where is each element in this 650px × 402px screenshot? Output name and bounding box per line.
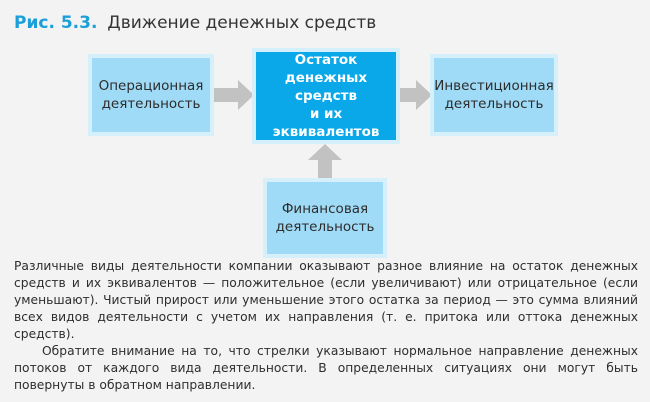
paragraph-1: Различные виды деятельности компании ока… (14, 259, 638, 341)
operating-to-center-arrow (214, 80, 254, 110)
body-text: Различные виды деятельности компании ока… (14, 258, 638, 394)
paragraph-2: Обратите внимание на то, что стрелки ука… (14, 344, 638, 392)
figure-title: Движение денежных средств (107, 13, 377, 33)
investing-activities-box: Инвестиционная деятельность (430, 54, 558, 136)
financing-activities-box: Финансовая деятельность (263, 178, 387, 258)
center-to-investing-arrow (400, 80, 432, 110)
financing-to-center-arrow (308, 144, 342, 178)
figure-number: Рис. 5.3. (14, 13, 98, 33)
figure-header: Рис. 5.3. Движение денежных средств (14, 12, 376, 34)
cash-balance-box: Остаток денежных средств и их эквивалент… (252, 48, 400, 144)
operating-activities-box: Операционная деятельность (88, 54, 214, 136)
